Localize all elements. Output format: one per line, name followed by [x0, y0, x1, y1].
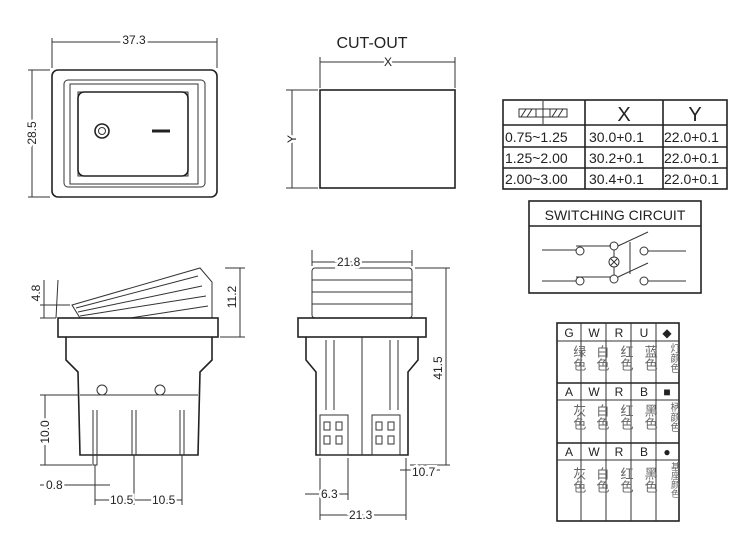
color-code: W: [588, 445, 600, 459]
x-cell: 30.4+0.1: [589, 171, 644, 187]
power-off-symbol: [94, 123, 110, 139]
color-code: A: [565, 385, 573, 399]
front-view: 21.8 41.5 10.7 6.3 21.3: [297, 250, 450, 525]
color-code: A: [565, 445, 573, 459]
color-name: 红色: [617, 467, 633, 493]
thickness-cell: 1.25~2.00: [505, 150, 568, 166]
color-code: B: [640, 385, 648, 399]
y-cell: 22.0+0.1: [664, 150, 719, 166]
dim-pin-length: 10.0: [38, 420, 52, 444]
color-name: 红色: [617, 345, 633, 371]
group-label: 柄颜色: [667, 402, 679, 432]
color-code: R: [615, 385, 624, 399]
cutout-title: CUT-OUT: [336, 35, 407, 52]
thickness-cell: 0.75~1.25: [505, 129, 568, 145]
color-name: 灰色: [570, 404, 586, 430]
color-name: 白色: [593, 345, 609, 371]
cutout-rect: [319, 89, 456, 189]
color-code: U: [640, 326, 649, 340]
dim-total-height: 41.5: [431, 356, 445, 380]
color-name: 白色: [593, 404, 609, 430]
switching-circuit: SWITCHING CIRCUIT: [528, 200, 702, 294]
dim-front-top-width: 21.8: [337, 255, 361, 269]
top-view: 37.3 28.5: [23, 31, 218, 198]
y-cell: 22.0+0.1: [664, 171, 719, 187]
cutout-table: X Y 0.75~1.25 30.0+0.1 22.0+0.1 1.25~2.0…: [502, 99, 728, 190]
x-cell: 30.2+0.1: [589, 150, 644, 166]
dim-pin-pitch-2: 10.5: [152, 493, 176, 507]
circuit-diagram: [542, 231, 686, 286]
base-symbol: ●: [663, 445, 670, 459]
color-code: G: [564, 326, 573, 340]
col-header-y: Y: [688, 104, 701, 126]
handle-symbol: ■: [663, 385, 670, 399]
dim-terminal-width: 10.7: [412, 465, 436, 479]
color-name: 黑色: [641, 404, 657, 430]
dim-width: 37.3: [122, 33, 146, 47]
cutout-view: CUT-OUT X Y: [283, 35, 456, 189]
x-cell: 30.0+0.1: [589, 129, 644, 145]
col-header-x: X: [617, 104, 630, 126]
panel-thickness-icon: [518, 101, 568, 124]
color-table: G W R U ◆ 绿色 白色 红色 蓝色 灯颜色 A W R B ■ 灰色 白…: [556, 322, 680, 522]
color-code: R: [615, 445, 624, 459]
color-code: W: [588, 326, 600, 340]
y-cell: 22.0+0.1: [664, 129, 719, 145]
color-name: 黑色: [641, 467, 657, 493]
side-view: 4.8 11.2 10.0 0.8 10.5 10.5: [29, 267, 245, 509]
color-name: 红色: [617, 404, 633, 430]
dim-pin-thickness: 0.8: [46, 478, 63, 492]
circuit-title: SWITCHING CIRCUIT: [545, 207, 686, 223]
thickness-cell: 2.00~3.00: [505, 171, 568, 187]
group-label: 基座颜色: [668, 462, 679, 498]
color-code: B: [640, 445, 648, 459]
dim-base-width: 21.3: [349, 508, 373, 522]
cutout-x-label: X: [384, 55, 392, 69]
color-code: W: [588, 385, 600, 399]
dim-top-height: 11.2: [225, 285, 239, 308]
dim-terminal-spacing: 6.3: [321, 487, 338, 501]
lamp-symbol: ◆: [662, 326, 672, 340]
dim-rocker-height: 4.8: [29, 284, 43, 301]
group-label: 灯颜色: [667, 343, 679, 373]
dim-height: 28.5: [25, 121, 39, 145]
color-name: 灰色: [570, 467, 586, 493]
color-name: 绿色: [570, 345, 586, 371]
cutout-y-label: Y: [285, 135, 299, 143]
color-name: 白色: [593, 467, 609, 493]
dim-pin-pitch-1: 10.5: [110, 493, 134, 507]
color-name: 蓝色: [641, 345, 657, 371]
color-code: R: [615, 326, 624, 340]
